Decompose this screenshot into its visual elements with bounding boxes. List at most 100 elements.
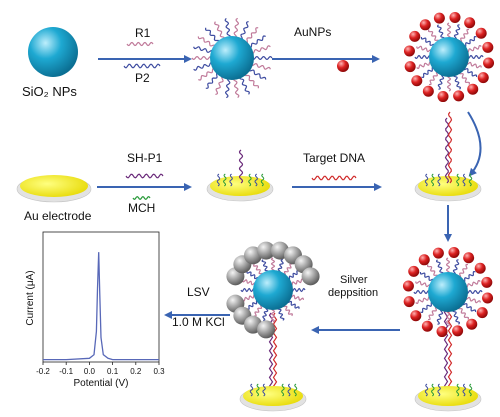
dna-strand	[262, 306, 269, 321]
x-tick-label: 0.2	[130, 367, 142, 376]
dna-strand	[246, 271, 260, 280]
dna-strand	[290, 287, 306, 293]
dna-strand	[437, 73, 445, 90]
gold-nanoparticle	[466, 318, 478, 330]
gold-nanoparticle	[421, 320, 433, 332]
dna-strand	[465, 61, 482, 69]
gold-nanoparticle	[411, 75, 423, 87]
y-axis-label: Current (μA)	[25, 270, 36, 325]
plot-frame	[42, 231, 160, 363]
dna-strand	[246, 299, 259, 310]
mch-strand	[256, 383, 260, 397]
target-strand	[272, 312, 278, 394]
sio2-sphere	[253, 270, 293, 310]
dna-strand	[415, 295, 432, 304]
x-tick-label: -0.2	[36, 367, 50, 376]
dna-strand	[193, 62, 214, 71]
arrows	[97, 55, 482, 334]
r1-label: R1	[135, 26, 151, 40]
dna-strand	[242, 279, 257, 286]
dna-strand	[283, 263, 292, 277]
dna-strand	[224, 18, 231, 39]
dna-strand	[251, 55, 273, 61]
gold-nanoparticle	[403, 45, 415, 57]
x-tick-label: 0.3	[153, 367, 165, 376]
dna-strand	[253, 263, 264, 276]
dna-strand	[233, 77, 240, 98]
silver-coated-sphere	[226, 241, 320, 339]
mch-strand	[437, 173, 441, 187]
x-tick-label: -0.1	[59, 367, 73, 376]
aunps-label: AuNPs	[294, 25, 331, 39]
probe-electrode	[206, 149, 274, 202]
mch-strand	[262, 383, 266, 397]
gold-nanoparticle	[419, 19, 431, 31]
au-electrode-label: Au electrode	[24, 209, 92, 223]
gold-nanoparticle	[437, 91, 449, 103]
mch-strand	[248, 173, 252, 187]
scenes	[16, 11, 495, 412]
dna-strand	[465, 289, 483, 295]
dna-strand	[428, 70, 439, 86]
gold-nanoparticle	[403, 296, 415, 308]
dna-strand	[248, 35, 266, 49]
silver-label: Silver	[340, 274, 368, 286]
dna-strand	[205, 27, 220, 44]
dna-strand	[270, 257, 276, 273]
dna-strand	[191, 55, 213, 61]
mch-strand	[229, 173, 233, 187]
sh-p1-strand	[443, 309, 449, 394]
probe-decorated-sphere-group	[191, 17, 273, 99]
dna-strand	[458, 263, 469, 279]
lsv-label: LSV	[187, 285, 210, 299]
dna-strand	[461, 302, 477, 313]
mch-strand-icon	[132, 196, 151, 200]
gold-nanoparticle	[408, 265, 420, 277]
silver-nanoparticle	[257, 320, 276, 339]
dna-strand	[197, 36, 216, 48]
dna-strand	[426, 264, 439, 278]
silver-nanoparticle	[301, 267, 320, 286]
bare-sio2-sphere-group	[28, 27, 78, 77]
dna-strand	[436, 259, 445, 276]
p2-label: P2	[135, 71, 150, 85]
dna-strand	[240, 287, 256, 293]
target-dna-icon	[311, 175, 357, 181]
sandwich-electrode	[414, 383, 482, 412]
arrow-curve-down	[467, 111, 482, 177]
mch-strand	[254, 173, 258, 187]
mch-strand	[468, 173, 473, 187]
dna-strand	[414, 54, 432, 60]
mch-label: MCH	[128, 201, 155, 215]
r1-strand-icon	[126, 41, 154, 47]
x-tick-label: 0.0	[84, 367, 96, 376]
dna-strand	[419, 271, 435, 282]
dna-strand	[205, 72, 220, 89]
gold-nanoparticle	[481, 276, 493, 288]
gold-nanoparticle	[410, 310, 422, 322]
aunp-labelled-sphere	[402, 246, 494, 338]
dna-strand	[214, 21, 226, 41]
electrode-surface	[20, 175, 88, 197]
gold-nanoparticle	[402, 280, 414, 292]
dna-strand	[427, 29, 440, 43]
gold-nanoparticle	[433, 12, 445, 24]
dna-strand	[238, 75, 250, 95]
hybridized-electrode	[414, 111, 482, 202]
gold-nanoparticle	[418, 254, 430, 266]
dna-strand	[421, 66, 435, 79]
dna-strand	[465, 45, 482, 54]
mch-strand	[462, 173, 466, 187]
gold-nanoparticle	[463, 252, 475, 264]
mch-strand	[260, 173, 265, 187]
dna-strand	[451, 308, 460, 325]
gold-nanoparticle	[436, 326, 448, 338]
sio2-sphere	[210, 36, 254, 80]
silver-nanoparticle	[257, 241, 276, 260]
gold-nanoparticle	[432, 247, 444, 259]
sio2-sphere	[428, 272, 468, 312]
gold-nanoparticle	[467, 83, 479, 95]
